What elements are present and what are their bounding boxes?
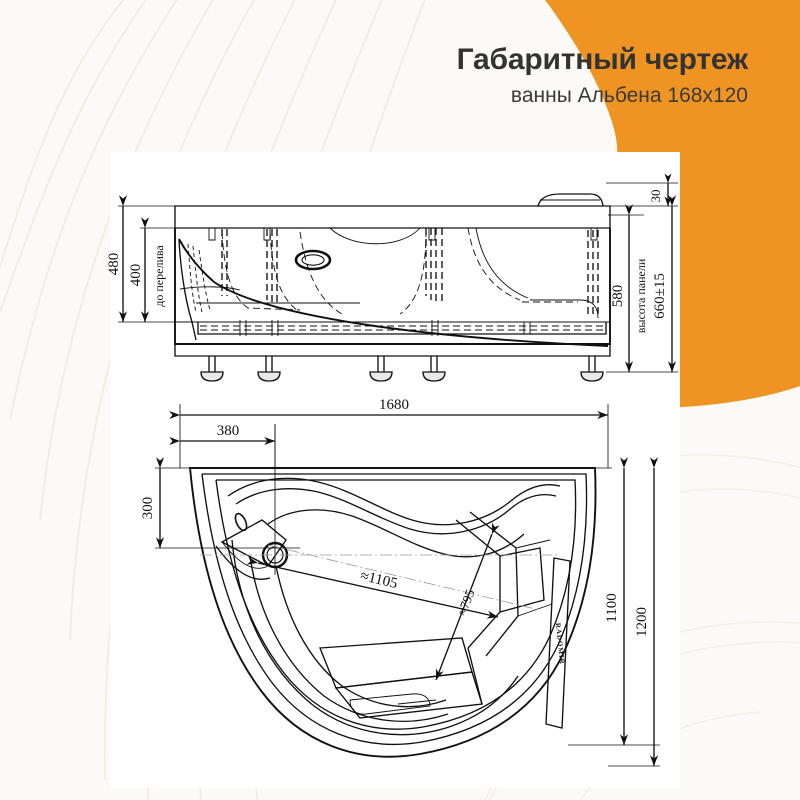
dimension-30: 30 <box>648 173 672 206</box>
dimension-1105-label: ≈1105 <box>359 568 399 592</box>
dimension-1680-label: 1680 <box>379 397 409 413</box>
dimension-30-label: 30 <box>648 190 663 203</box>
dimension-300: 300 <box>140 457 165 548</box>
page-title: Габаритный чертеж <box>456 43 749 76</box>
page-title-block: Габаритный чертеж ванны Альбена 168х120 <box>456 43 749 107</box>
dimension-1680: 1680 <box>169 397 608 420</box>
dimension-380: 380 <box>169 423 275 446</box>
dimension-580: 580 <box>610 204 634 372</box>
panel-height-note-label: высота панели <box>634 258 648 333</box>
dimension-300-label: 300 <box>140 497 156 520</box>
dimension-1200: 1200 <box>634 457 659 766</box>
plan-view-group: 1680 380 300 1100 1200 <box>140 397 660 767</box>
dimension-1105: ≈1105 <box>246 544 541 619</box>
page-subtitle: ванны Альбена 168х120 <box>510 83 748 107</box>
bath-legs <box>200 356 604 382</box>
dimension-1100: 1100 <box>604 457 629 745</box>
overflow-drain <box>294 249 332 271</box>
dimension-400: 400 <box>128 217 150 322</box>
dimension-795: ≈795 <box>435 522 500 681</box>
dimension-380-label: 380 <box>217 423 240 439</box>
overflow-note-label: до перелива <box>152 245 166 307</box>
dimension-480: 480 <box>106 195 128 322</box>
dimension-660-label: 660±15 <box>652 273 668 319</box>
dimension-795-label: ≈795 <box>454 587 478 617</box>
dimension-1100-label: 1100 <box>604 593 620 622</box>
handle-slot <box>234 512 248 532</box>
dimension-400-label: 400 <box>128 264 144 287</box>
dimension-480-label: 480 <box>106 253 122 276</box>
dimension-1200-label: 1200 <box>634 607 650 637</box>
side-elevation-group: 480 400 до перелива 30 580 высота панели <box>106 173 678 382</box>
dimension-580-label: 580 <box>610 285 626 308</box>
drawing-card <box>110 152 680 788</box>
dimension-660: 660±15 <box>652 195 677 372</box>
